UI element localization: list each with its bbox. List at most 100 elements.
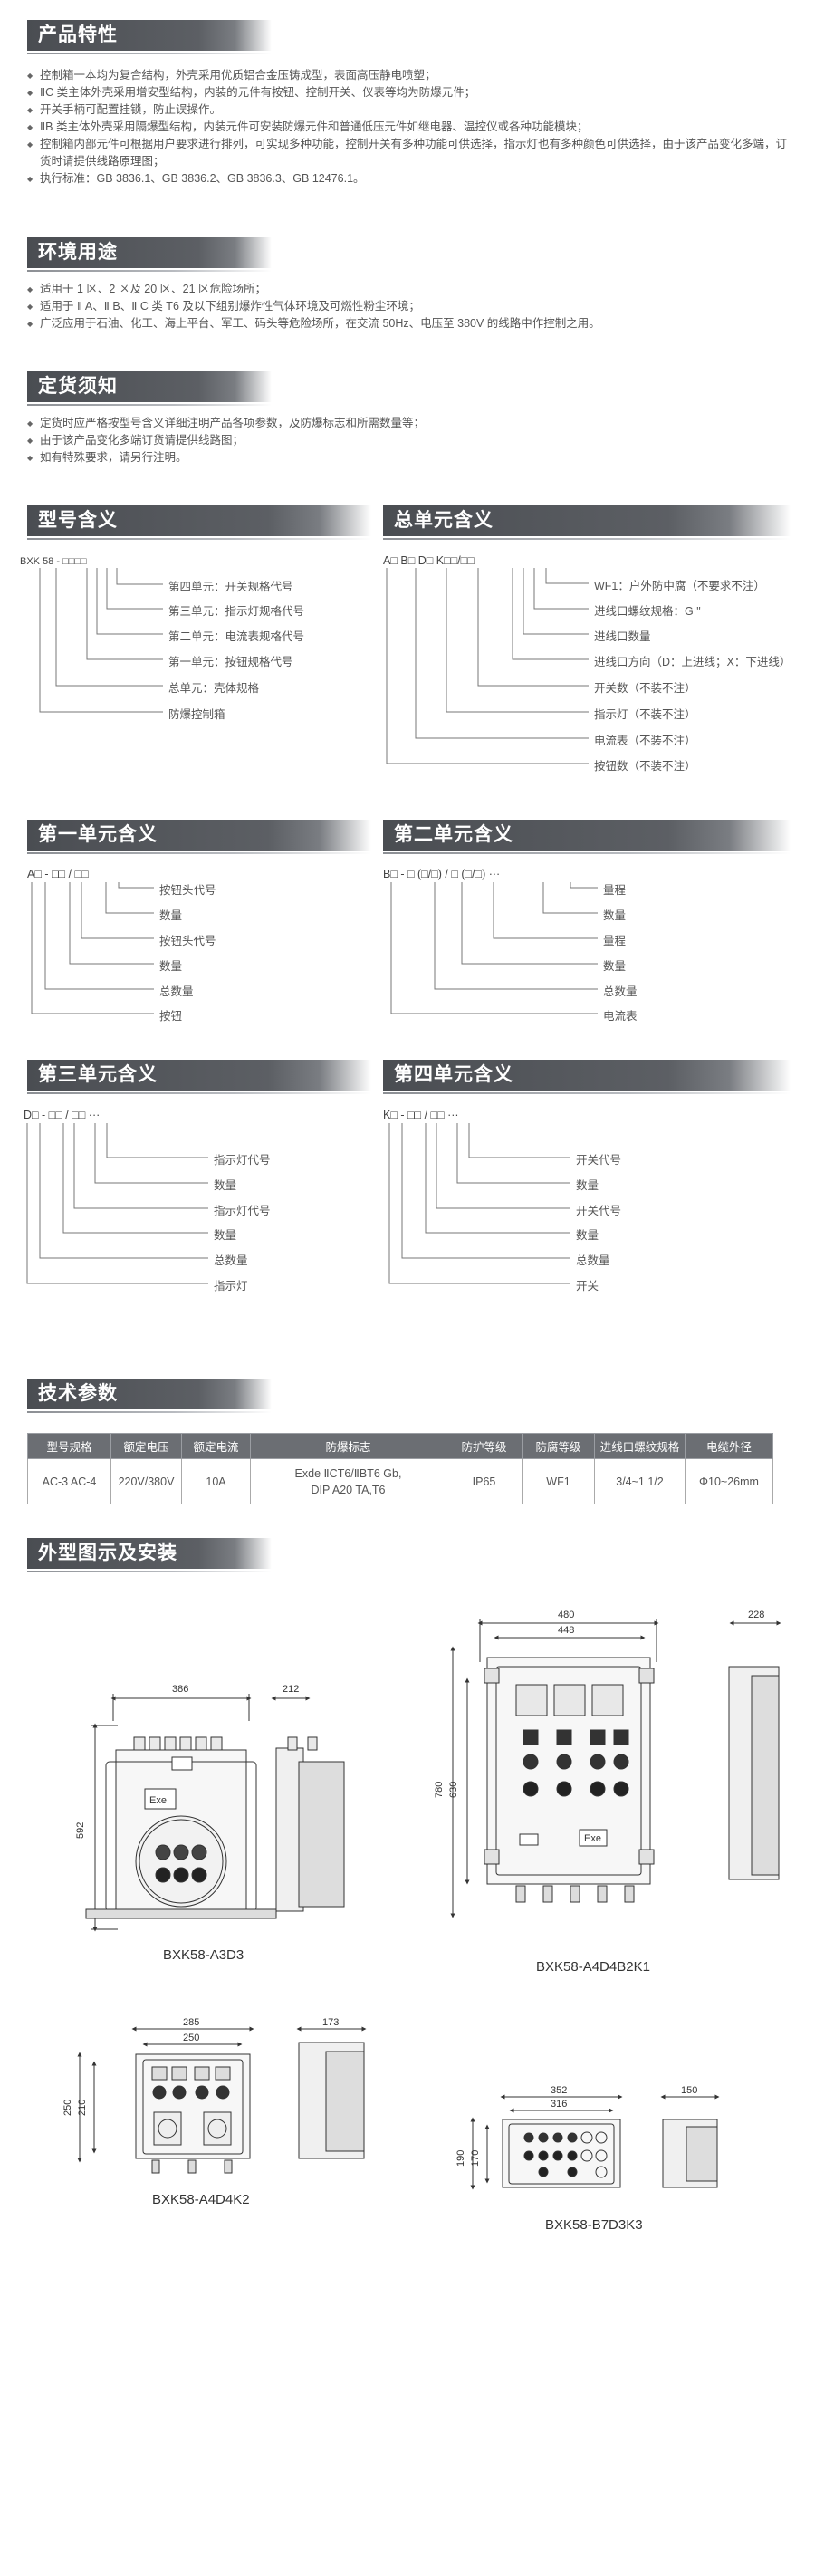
list-item: 控制箱一本均为复合结构，外壳采用优质铝合金压铸成型，表面高压静电喷塑； [27,67,788,84]
model-label: 第四单元：开关规格代号 [168,581,293,593]
model-label: 第二单元：电流表规格代号 [168,630,305,643]
dim-label: 480 [558,1610,574,1620]
model-label: 第一单元：按钮规格代号 [168,656,293,668]
section-title-unit3: 第三单元含义 [27,1060,371,1094]
unit1-label: 数量 [159,960,183,973]
table-header-row: 型号规格 额定电压 额定电流 防爆标志 防护等级 防腐等级 进线口螺纹规格 电缆… [27,1433,773,1459]
unit1-label: 总数量 [159,985,194,998]
drawing-caption: BXK58-A4D4B2K1 [536,1959,650,1975]
list-item: ⅡB 类主体外壳采用隔爆型结构，内装元件可安装防爆元件和普通低压元件如继电器、温… [27,119,788,136]
table-cell: Φ10~26mm [685,1458,773,1504]
list-item: 执行标准：GB 3836.1、GB 3836.2、GB 3836.3、GB 12… [27,170,788,187]
unit4-label: 开关 [576,1280,599,1293]
unit1-label: 按钮头代号 [159,884,216,897]
unit2-label: 总数量 [603,985,638,998]
list-item: 定货时应严格按型号含义详细注明产品各项参数，及防爆标志和所需数量等； [27,415,788,432]
total-unit-label: WF1：户外防中腐（不要求不注） [594,580,765,592]
drawing-bxk58-a3d3 [85,1694,345,1932]
dim-label: 448 [558,1625,574,1636]
table-cell: Exde ⅡCT6/ⅡBT6 Gb, DIP A20 TA,T6 [250,1458,446,1504]
list-item: 由于该产品变化多端订货请提供线路图； [27,432,788,449]
table-cell: IP65 [446,1458,523,1504]
table-header: 防腐等级 [522,1433,595,1459]
dim-label: 250 [183,2033,199,2043]
unit4-label: 开关代号 [576,1205,622,1217]
drawing-caption: BXK58-B7D3K3 [545,2217,643,2233]
total-unit-label: 进线口螺纹规格：G " [594,605,701,618]
drawing-caption: BXK58-A4D4K2 [152,2192,250,2207]
dim-label: 212 [283,1684,299,1695]
dim-label: 592 [75,1822,86,1839]
drawing-bxk58-a4d4k2 [77,2026,367,2174]
unit4-code: K□ - □□ / □□ ··· [383,1109,459,1121]
unit1-label: 数量 [159,909,183,922]
list-item: 广泛应用于石油、化工、海上平台、军工、码头等危险场所，在交流 50Hz、电压至 … [27,315,788,332]
section-title-features: 产品特性 [27,20,272,54]
dim-label: 170 [470,2150,481,2167]
total-unit-label: 开关数（不装不注） [594,682,696,695]
unit3-label: 数量 [214,1229,237,1242]
unit2-label: 量程 [603,935,627,947]
unit4-label: 开关代号 [576,1154,622,1167]
section-title-unit4: 第四单元含义 [383,1060,791,1094]
nameplate: Exe [584,1833,601,1844]
list-item: 控制箱内部元件可根据用户要求进行排列，可实现多种功能，控制开关有多种功能可供选择… [27,136,788,170]
unit3-label: 总数量 [214,1254,248,1267]
table-header: 额定电流 [181,1433,251,1459]
unit2-code: B□ - □ (□/□) / □ (□/□) ··· [383,868,501,880]
features-list: 控制箱一本均为复合结构，外壳采用优质铝合金压铸成型，表面高压静电喷塑； ⅡC 类… [27,67,788,187]
drawing-caption: BXK58-A3D3 [163,1947,244,1963]
section-title-tech: 技术参数 [27,1379,272,1413]
table-header: 进线口螺纹规格 [594,1433,686,1459]
table-header: 额定电压 [110,1433,182,1459]
unit1-code: A□ - □□ / □□ [27,868,89,880]
unit2-label: 数量 [603,909,627,922]
list-item: ⅡC 类主体外壳采用增安型结构，内装的元件有按钮、控制开关、仪表等均为防爆元件； [27,84,788,101]
list-item: 开关手柄可配置挂锁，防止误操作。 [27,101,788,119]
unit1-label: 按钮头代号 [159,935,216,947]
table-header: 防爆标志 [250,1433,446,1459]
nameplate: Exe [149,1795,167,1806]
section-title-ordering: 定货须知 [27,371,272,406]
dim-label: 352 [551,2085,567,2096]
dim-label: 285 [183,2017,199,2028]
dim-label: 228 [748,1610,764,1620]
total-unit-label: 进线口方向（D：上进线；X：下进线） [594,656,791,668]
list-item: 适用于 Ⅱ A、Ⅱ B、Ⅱ C 类 T6 及以下组别爆炸性气体环境及可燃性粉尘环… [27,298,788,315]
unit3-label: 指示灯代号 [214,1154,271,1167]
dim-label: 250 [62,2100,73,2116]
unit3-label: 指示灯代号 [214,1205,271,1217]
total-unit-label: 进线口数量 [594,630,651,643]
drawing-bxk58-b7d3k3 [470,2094,720,2190]
table-cell: WF1 [522,1458,595,1504]
unit4-label: 数量 [576,1179,599,1192]
model-label: 防爆控制箱 [168,708,225,721]
unit2-label: 电流表 [603,1010,638,1023]
total-unit-label: 按钮数（不装不注） [594,760,696,773]
table-cell: AC-3 AC-4 [27,1458,111,1504]
section-title-model: 型号含义 [27,505,371,540]
table-cell: 220V/380V [110,1458,182,1504]
section-title-unit2: 第二单元含义 [383,820,791,854]
total-unit-label: 电流表（不装不注） [594,735,696,747]
unit2-label: 数量 [603,960,627,973]
unit4-label: 数量 [576,1229,599,1242]
dim-label: 316 [551,2099,567,2110]
dim-label: 190 [455,2150,466,2167]
list-item: 如有特殊要求，请另行注明。 [27,449,788,466]
dim-label: 630 [448,1782,459,1798]
total-unit-label: 指示灯（不装不注） [594,708,696,721]
unit3-code: D□ - □□ / □□ ··· [24,1109,101,1121]
model-label: 总单元：壳体规格 [168,682,260,695]
unit4-label: 总数量 [576,1254,610,1267]
unit2-label: 量程 [603,884,627,897]
model-code: BXK 58 - □□□□ [20,556,87,567]
model-label: 第三单元：指示灯规格代号 [168,605,305,618]
unit3-label: 数量 [214,1179,237,1192]
total-unit-code: A□ B□ D□ K□□/□□ [383,554,475,567]
table-cell: 10A [181,1458,251,1504]
unit1-label: 按钮 [159,1010,183,1023]
dim-label: 150 [681,2085,697,2096]
table-row: AC-3 AC-4 220V/380V 10A Exde ⅡCT6/ⅡBT6 G… [27,1458,773,1504]
